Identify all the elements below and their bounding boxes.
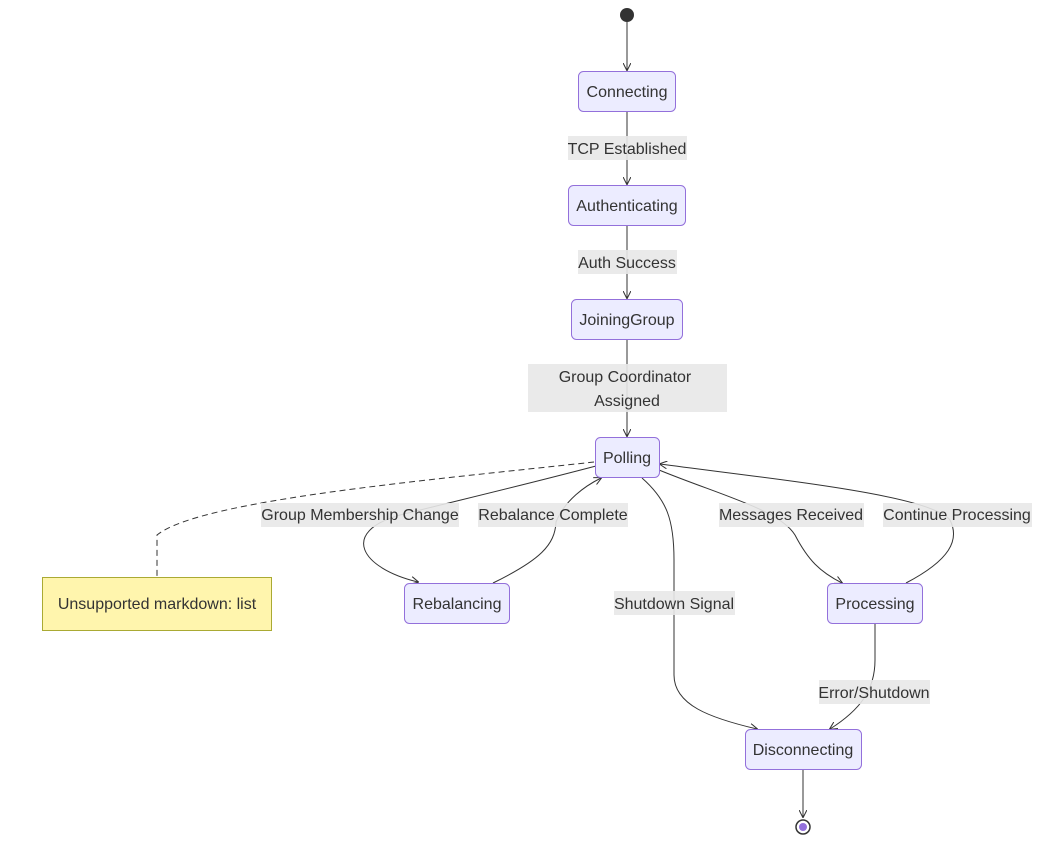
state-authenticating: Authenticating [568, 185, 686, 226]
label-auth-success: Auth Success [578, 250, 677, 274]
start-state-dot [620, 8, 634, 22]
label-tcp-established: TCP Established [568, 136, 687, 160]
state-polling-label: Polling [603, 450, 651, 467]
label-group-coordinator-line1: Group Coordinator [559, 369, 692, 386]
label-messages-received-text: Messages Received [719, 507, 863, 524]
edge-messages-received [658, 469, 842, 583]
label-continue-processing: Continue Processing [883, 503, 1032, 527]
label-group-membership-change-text: Group Membership Change [261, 507, 459, 524]
label-error-shutdown-text: Error/Shutdown [818, 685, 929, 702]
note-text: Unsupported markdown: list [58, 596, 257, 613]
state-disconnecting-label: Disconnecting [753, 742, 854, 759]
label-group-coordinator-assigned: Group Coordinator Assigned [528, 364, 727, 412]
edge-error-shutdown [830, 624, 876, 729]
state-processing: Processing [827, 583, 923, 624]
label-tcp-established-text: TCP Established [568, 141, 687, 158]
label-continue-processing-text: Continue Processing [883, 507, 1031, 524]
label-shutdown-signal: Shutdown Signal [614, 591, 735, 615]
label-rebalance-complete-text: Rebalance Complete [478, 507, 628, 524]
state-connecting: Connecting [578, 71, 676, 112]
state-processing-label: Processing [835, 596, 914, 613]
label-messages-received: Messages Received [719, 503, 864, 527]
label-auth-success-text: Auth Success [578, 255, 676, 272]
state-rebalancing-label: Rebalancing [413, 596, 502, 613]
edge-labels: TCP Established Auth Success Group Coord… [261, 136, 1032, 704]
label-shutdown-signal-text: Shutdown Signal [614, 596, 734, 613]
note: Unsupported markdown: list [42, 577, 272, 631]
note-connector [156, 461, 595, 576]
state-joining-group-label: JoiningGroup [579, 312, 674, 329]
state-polling: Polling [595, 437, 660, 478]
edge-shutdown-signal [641, 477, 757, 729]
label-group-membership-change: Group Membership Change [261, 503, 459, 527]
state-connecting-label: Connecting [587, 84, 668, 101]
state-joining-group: JoiningGroup [571, 299, 683, 340]
state-disconnecting: Disconnecting [745, 729, 862, 770]
edge-rebalance-complete [492, 478, 601, 584]
label-group-coordinator-line2: Assigned [594, 393, 660, 410]
end-state [795, 819, 811, 835]
label-rebalance-complete: Rebalance Complete [478, 503, 628, 527]
state-authenticating-label: Authenticating [576, 198, 677, 215]
state-rebalancing: Rebalancing [404, 583, 510, 624]
label-error-shutdown: Error/Shutdown [818, 680, 930, 704]
